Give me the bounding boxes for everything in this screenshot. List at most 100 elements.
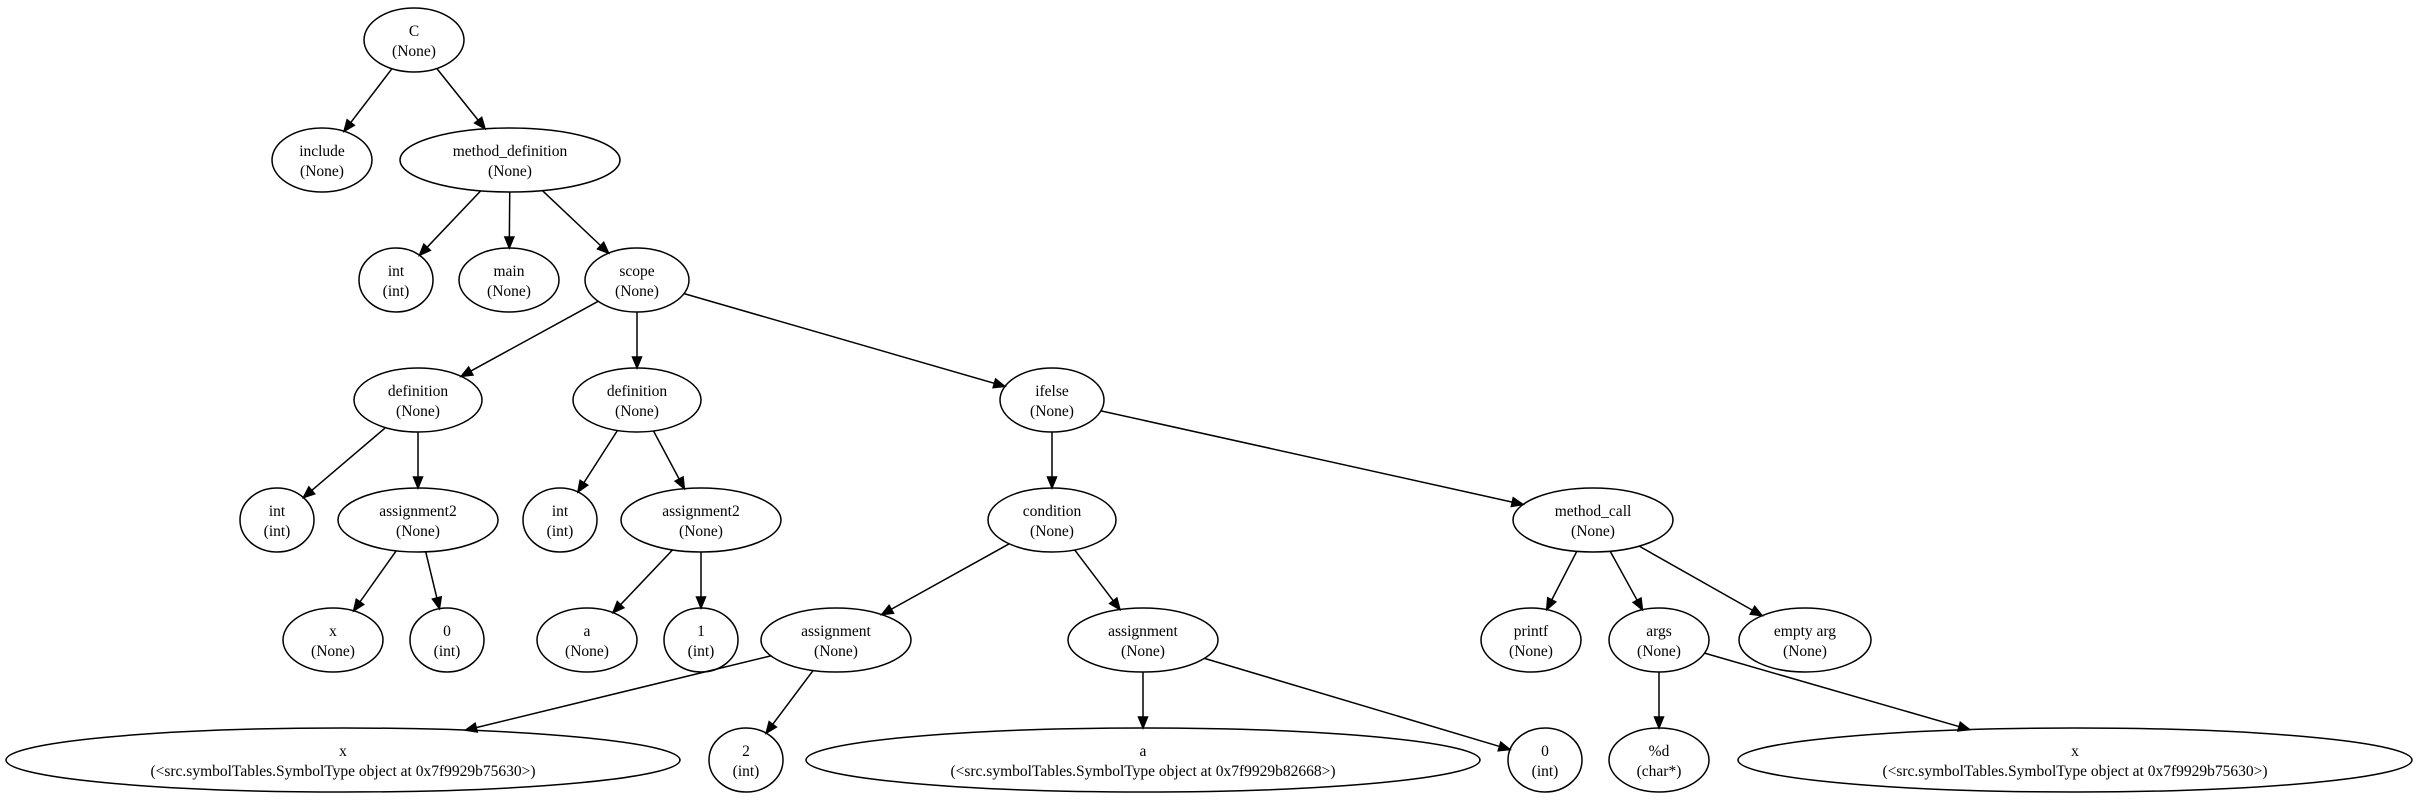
node-label: scope <box>619 263 654 280</box>
edge-condition-to-assignment-1 <box>879 543 1010 616</box>
node-ellipse <box>358 247 434 313</box>
edge-line <box>1551 550 1578 601</box>
node-ellipse <box>239 487 315 553</box>
edge-definition-1-to-assignment2-1 <box>412 432 424 490</box>
node-label: int <box>388 263 405 280</box>
node-ellipse <box>999 367 1105 433</box>
edge-method-call-to-printf <box>1545 550 1578 612</box>
node-type: (int) <box>1532 763 1559 780</box>
node-type: (None) <box>1637 643 1681 660</box>
edge-line <box>311 427 387 491</box>
node-zero-2: 0(int) <box>1507 727 1583 793</box>
edge-assignment2-1-to-x-1 <box>352 550 397 613</box>
node-label: assignment <box>1108 623 1178 640</box>
node-label: definition <box>388 383 449 400</box>
node-type: (None) <box>1509 643 1553 660</box>
edge-assignment2-1-to-zero-1 <box>424 551 443 611</box>
edge-condition-to-assignment-2 <box>1074 549 1122 612</box>
node-ellipse <box>522 487 598 553</box>
node-type: (None) <box>392 43 436 60</box>
arrowhead <box>673 475 686 491</box>
node-a-1: a(None) <box>536 607 638 673</box>
node-ellipse <box>271 127 373 193</box>
arrowhead <box>1497 740 1512 752</box>
node-assignment-2: assignment(None) <box>1067 607 1219 673</box>
node-type: (int) <box>264 523 291 540</box>
node-ellipse <box>1738 607 1872 673</box>
node-type: (int) <box>434 643 461 660</box>
node-include: include(None) <box>271 127 373 193</box>
edge-assignment-2-to-zero-2 <box>1204 657 1512 752</box>
node-label: 2 <box>742 743 750 760</box>
arrowhead <box>695 596 707 610</box>
edge-definition-2-to-int-2 <box>576 430 619 494</box>
arrowhead <box>879 604 895 616</box>
node-zero-1: 0(int) <box>409 607 485 673</box>
node-ellipse <box>5 727 681 793</box>
node-ellipse <box>620 487 782 553</box>
node-empty-arg: empty arg(None) <box>1738 607 1872 673</box>
edge-ifelse-to-condition <box>1046 432 1058 490</box>
node-ellipse <box>1480 607 1582 673</box>
edge-line <box>424 551 438 599</box>
edge-method-call-to-empty-arg <box>1638 545 1764 617</box>
node-ellipse <box>663 607 739 673</box>
node-args: args (None) <box>1608 607 1710 673</box>
node-ellipse <box>353 367 483 433</box>
edge-line <box>1204 657 1500 748</box>
node-x-sym-2: x(<src.symbolTables.SymbolType object at… <box>1737 727 2413 793</box>
arrowhead <box>764 720 778 735</box>
edge-method-definition-to-main <box>503 191 515 250</box>
node-type: (int) <box>547 523 574 540</box>
arrowhead <box>503 236 515 250</box>
node-label: x <box>339 743 347 760</box>
node-label: empty arg <box>1774 623 1836 640</box>
node-x-sym-1: x(<src.symbolTables.SymbolType object at… <box>5 727 681 793</box>
node-assignment2-2: assignment2(None) <box>620 487 782 553</box>
node-int-1: int(int) <box>239 487 315 553</box>
edge-ifelse-to-method-call <box>1100 410 1525 508</box>
arrowhead <box>596 241 611 255</box>
arrowhead <box>352 598 366 613</box>
arrowhead <box>342 118 356 133</box>
edge-line <box>470 300 599 372</box>
node-ellipse <box>282 607 384 673</box>
edge-line <box>350 68 393 123</box>
edge-line <box>475 655 772 729</box>
node-condition: condition(None) <box>987 487 1117 553</box>
node-label: 1 <box>697 623 705 640</box>
arrowhead <box>459 365 475 378</box>
node-label: printf <box>1514 623 1549 640</box>
arrowhead <box>473 116 487 131</box>
edge-method-definition-to-scope <box>541 190 611 255</box>
node-type: (None) <box>1030 403 1074 420</box>
arrowhead <box>576 479 590 494</box>
edge-method-definition-to-int-ret <box>418 190 482 257</box>
arrowhead <box>1137 716 1149 730</box>
node-method-definition: method_definition(None) <box>399 127 621 193</box>
node-ellipse <box>1512 487 1674 553</box>
edge-line <box>436 68 479 121</box>
node-ellipse <box>458 247 560 313</box>
edge-scope-to-ifelse <box>683 292 1007 389</box>
arrowhead <box>1545 596 1558 612</box>
node-label: args <box>1646 623 1672 640</box>
node-one-1: 1(int) <box>663 607 739 673</box>
arrowhead <box>412 476 424 490</box>
node-label: C <box>409 23 419 40</box>
arrowhead <box>611 600 626 615</box>
node-ellipse <box>584 247 690 313</box>
node-root: C (None) <box>363 7 465 73</box>
edge-line <box>1609 550 1638 601</box>
node-ifelse: ifelse(None) <box>999 367 1105 433</box>
node-type: (None) <box>615 283 659 300</box>
node-ellipse <box>1608 607 1710 673</box>
node-label: method_call <box>1555 503 1632 520</box>
edge-line <box>583 430 619 484</box>
edge-definition-2-to-assignment2-2 <box>652 430 686 491</box>
node-label: assignment <box>801 623 871 640</box>
edge-scope-to-definition-1 <box>459 300 599 378</box>
node-type: (None) <box>396 403 440 420</box>
edge-line <box>652 430 680 480</box>
arrowhead <box>418 242 432 257</box>
